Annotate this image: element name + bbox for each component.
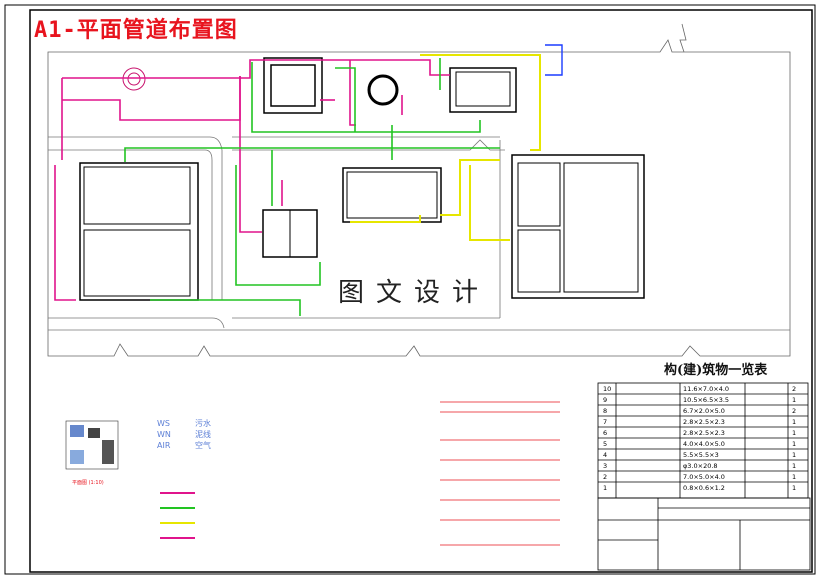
- table-rows: 10 11.6×7.0×4.0 2 9 10.5×6.5×3.5 1 8 6.7×2.0×5.…: [603, 385, 796, 492]
- structure-1: [122, 67, 146, 91]
- table-cell-qty: 1: [792, 396, 796, 404]
- table-cell-no: 6: [603, 429, 607, 437]
- structure-10: [79, 162, 199, 301]
- table-cell-no: 1: [603, 484, 607, 492]
- legend-code: WS: [157, 419, 170, 428]
- table-cell-no: 10: [603, 385, 611, 393]
- structure-4: [263, 57, 323, 114]
- table-cell-qty: 2: [792, 385, 796, 393]
- table-cell-qty: 1: [792, 440, 796, 448]
- structure-3: [367, 74, 399, 106]
- legend-label: 污水: [195, 418, 211, 428]
- site-inset: [65, 420, 119, 470]
- table-cell-no: 4: [603, 451, 607, 459]
- table-cell-no: 9: [603, 396, 607, 404]
- table-cell-qty: 1: [792, 451, 796, 459]
- sheet-border: [4, 4, 816, 575]
- table-cell-no: 7: [603, 418, 607, 426]
- table-cell-size: 2.8×2.5×2.3: [683, 429, 725, 437]
- title-block: [597, 497, 811, 571]
- structure-table: [597, 382, 809, 499]
- drawing-frame: [29, 9, 813, 573]
- table-cell-qty: 1: [792, 429, 796, 437]
- table-cell-size: φ3.0×20.8: [683, 462, 718, 470]
- legend-label: 空气: [195, 440, 211, 450]
- legend-text: WS 污水 WN 泥线 AIR 空气: [157, 418, 211, 450]
- sewage-pipes: [54, 59, 450, 301]
- table-cell-size: 10.5×6.5×3.5: [683, 396, 729, 404]
- structure-table-title: 构(建)筑物一览表: [664, 363, 768, 378]
- table-cell-no: 2: [603, 473, 607, 481]
- structures: [79, 57, 645, 301]
- legend-code: AIR: [157, 441, 171, 450]
- legend-label: 泥线: [195, 429, 211, 439]
- sludge-pipes: [124, 58, 500, 316]
- site-inset-label: 平面图 (1:10): [72, 480, 104, 486]
- title-banner: A1-平面管道布置图: [34, 18, 238, 43]
- table-cell-qty: 1: [792, 418, 796, 426]
- table-cell-qty: 1: [792, 462, 796, 470]
- table-cell-qty: 2: [792, 407, 796, 415]
- legend-code: WN: [157, 430, 171, 439]
- structure-11-14: [511, 154, 645, 299]
- table-cell-size: 0.8×0.6×1.2: [683, 484, 725, 492]
- air-pipes: [350, 54, 541, 241]
- table-cell-no: 8: [603, 407, 607, 415]
- table-cell-qty: 1: [792, 473, 796, 481]
- table-cell-no: 5: [603, 440, 607, 448]
- site-boundary: [47, 23, 791, 357]
- table-cell-size: 4.0×4.0×5.0: [683, 440, 725, 448]
- table-cell-size: 5.5×5.5×3: [683, 451, 719, 459]
- notes-block: [440, 401, 560, 546]
- table-cell-no: 3: [603, 462, 607, 470]
- watermark-text: 图文设计: [338, 278, 491, 308]
- table-cell-qty: 1: [792, 484, 796, 492]
- table-cell-size: 6.7×2.0×5.0: [683, 407, 725, 415]
- structure-9: [342, 167, 442, 223]
- road-network: [48, 136, 790, 331]
- table-cell-size: 2.8×2.5×2.3: [683, 418, 725, 426]
- water-pipes: [545, 44, 563, 76]
- legend-swatches: [160, 492, 195, 539]
- table-cell-size: 11.6×7.0×4.0: [683, 385, 729, 393]
- table-cell-size: 7.0×5.0×4.0: [683, 473, 725, 481]
- structure-2: [449, 67, 517, 113]
